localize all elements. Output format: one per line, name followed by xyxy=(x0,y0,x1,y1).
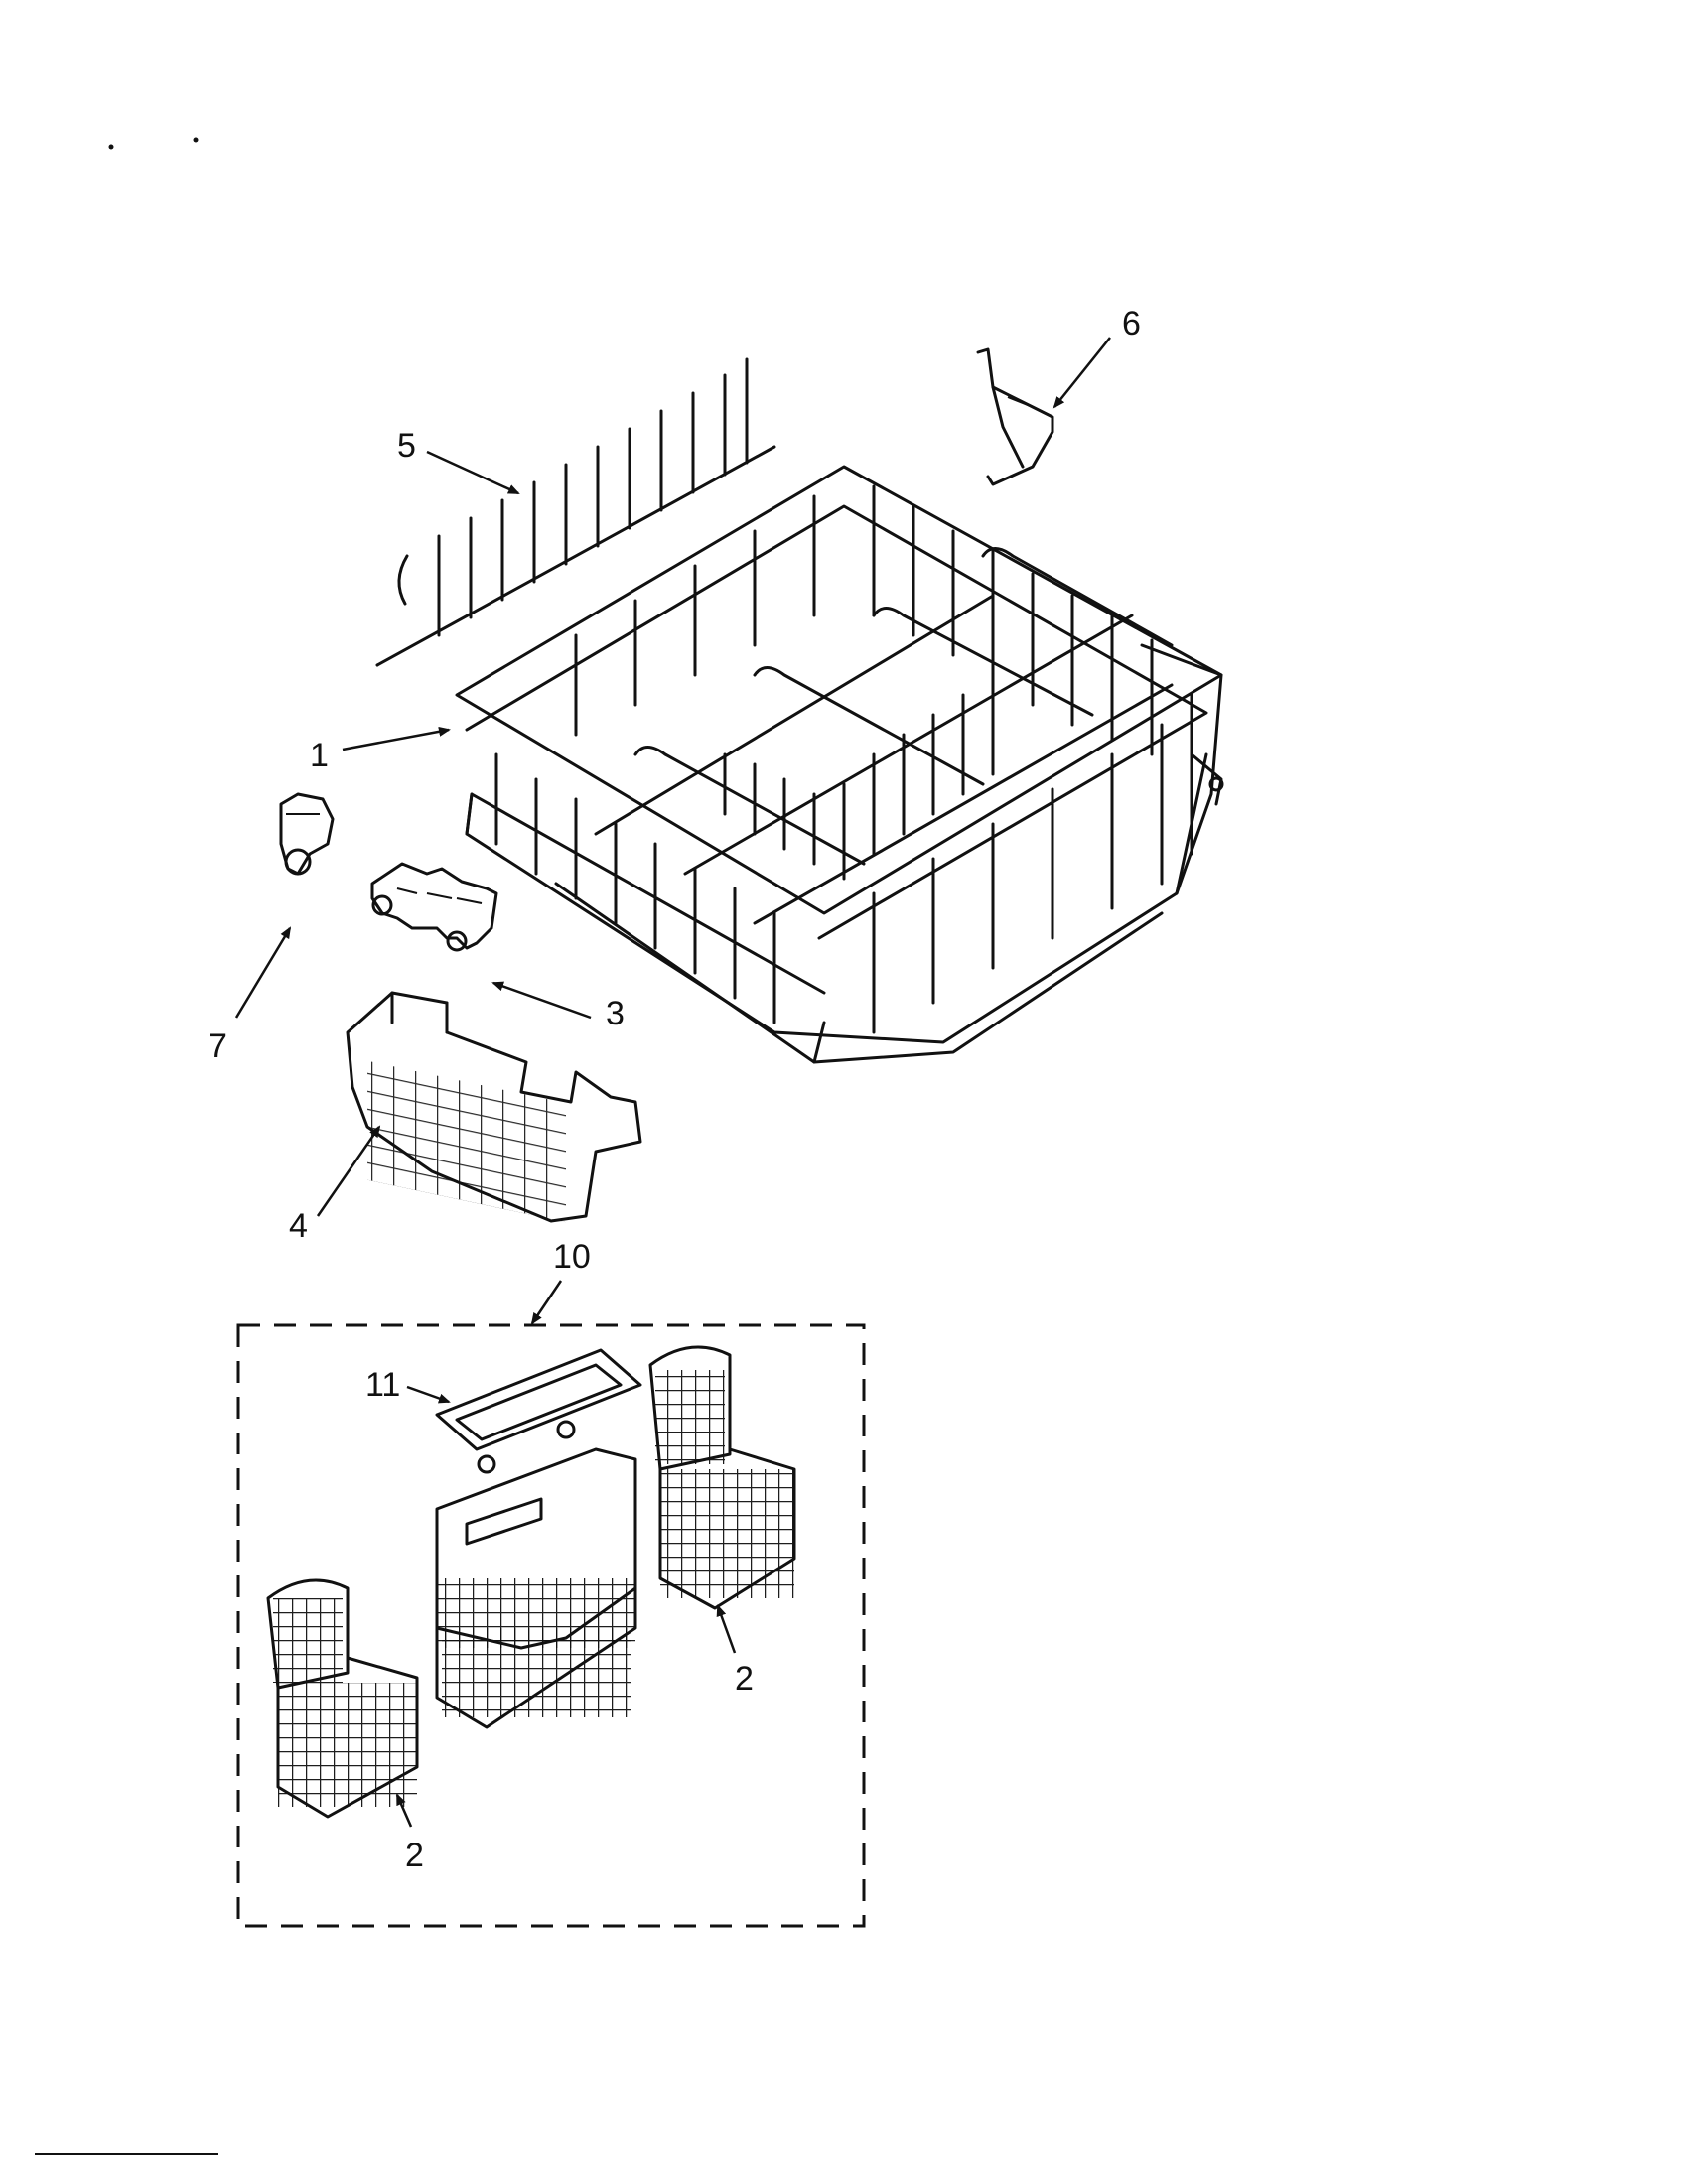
clip-part-6 xyxy=(976,347,1054,486)
callout-3: 3 xyxy=(606,995,625,1032)
callout-7: 7 xyxy=(209,1027,227,1065)
shelf-basket-part-4 xyxy=(346,991,642,1223)
utensil-basket-left-part-2 xyxy=(266,1578,419,1819)
basket-lid-part-11 xyxy=(435,1348,642,1474)
lower-rack-part-1 xyxy=(455,465,1224,1064)
callout-labels: 5 6 1 7 3 4 10 11 2 2 xyxy=(209,305,1141,1874)
callout-1: 1 xyxy=(310,737,329,774)
leader-lines xyxy=(234,337,1111,1828)
center-utensil-basket xyxy=(435,1447,637,1729)
tine-row-part-5 xyxy=(375,357,776,667)
callout-10: 10 xyxy=(553,1238,591,1276)
callout-4: 4 xyxy=(289,1207,308,1245)
basket-set-frame-part-10 xyxy=(236,1323,866,1928)
callout-2-left: 2 xyxy=(405,1837,424,1874)
callout-11: 11 xyxy=(365,1366,400,1404)
roller-part-7 xyxy=(279,792,335,876)
callout-2-right: 2 xyxy=(735,1660,754,1698)
callout-5: 5 xyxy=(397,427,416,465)
utensil-basket-right-part-2 xyxy=(648,1345,796,1610)
wheel-carrier-part-3 xyxy=(370,862,498,952)
callout-6: 6 xyxy=(1122,305,1141,342)
